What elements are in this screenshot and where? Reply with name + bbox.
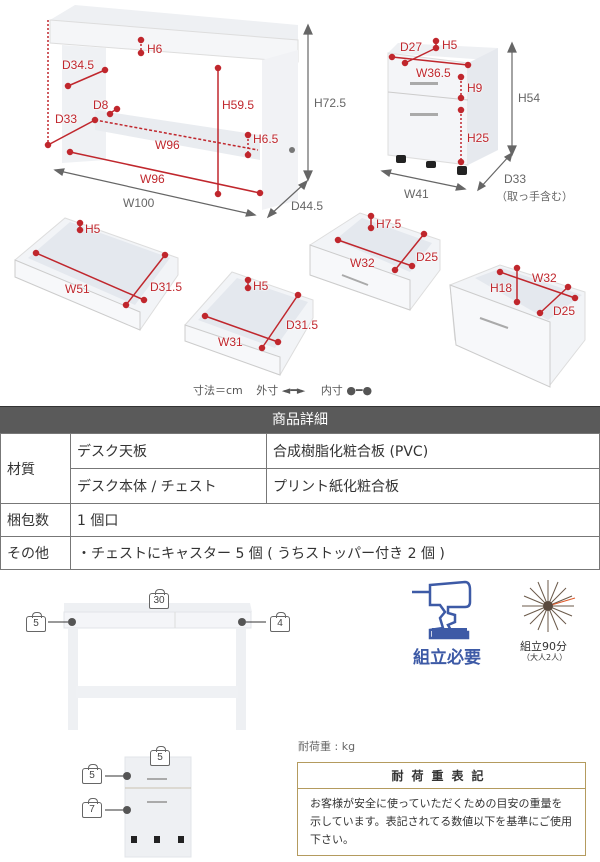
drawer2-depth-label: D31.5: [286, 318, 319, 332]
load-notice-box: 耐荷重表記 お客様が安全に使っていただくための目安の重量を示しています。表記され…: [297, 762, 586, 856]
material-part: デスク本体 / チェスト: [70, 468, 267, 504]
notice-title: 耐荷重表記: [298, 763, 585, 789]
desk-right-drawer-weight-tag: 4: [270, 612, 290, 632]
inner-dot-line-icon: ●━●: [346, 384, 373, 397]
drawer4-depth-label: D25: [553, 304, 576, 318]
chest-upper-weight-tag: 5: [82, 764, 102, 784]
outer-arrow-icon: ◄━►: [281, 384, 306, 397]
chest-top-height-label: H5: [442, 38, 458, 52]
assembly-required-text: 組立必要: [413, 648, 481, 668]
drawer1-width-label: W51: [65, 282, 90, 296]
desk-left-drawer-weight-tag: 5: [26, 612, 46, 632]
drawer2-width-label: W31: [218, 335, 243, 349]
assembly-time-text: 組立90分: [520, 640, 567, 653]
notice-body: お客様が安全に使っていただくための目安の重量を示しています。表記されてる数値以下…: [310, 797, 573, 846]
chest-width-label: W41: [404, 187, 429, 201]
desk-drawer-height-label: H6: [147, 42, 163, 56]
desk-width-label: W100: [123, 196, 155, 210]
spec-title: 商品詳細: [0, 406, 600, 433]
drawer2-height-label: H5: [253, 279, 269, 293]
other-value: ・チェストにキャスター 5 個 ( うちストッパー付き 2 個 ): [70, 536, 600, 570]
drawer4-height-label: H18: [490, 281, 513, 295]
dimension-legend: 寸法＝cm 外寸 ◄━► 内寸 ●━●: [193, 382, 372, 398]
chest-lower-weight-tag: 7: [82, 798, 102, 818]
inner-label: 内寸: [320, 384, 343, 397]
desk-height-label: H72.5: [314, 96, 347, 110]
furniture-illustrations: [14, 5, 586, 388]
drawer1-depth-label: D31.5: [150, 280, 183, 294]
desk-inner-width-label: W96: [140, 172, 165, 186]
chest-top-depth-label: D27: [400, 40, 423, 54]
drawer1-height-label: H5: [85, 222, 101, 236]
desk-depth-label: D44.5: [291, 199, 324, 213]
chest-upper-drawer-height-label: H9: [467, 81, 483, 95]
load-unit-label: 耐荷重 : kg: [298, 740, 356, 753]
desk-leg-depth-label: D33: [55, 112, 78, 126]
chest-top-width-label: W36.5: [416, 66, 451, 80]
desk-shelf-width-label: W96: [155, 138, 180, 152]
desk-top-weight-tag: 30: [149, 589, 169, 609]
material-value: 合成樹脂化粧合板 (PVC): [266, 433, 600, 469]
package-value: 1 個口: [70, 503, 600, 537]
chest-height-label: H54: [518, 91, 541, 105]
desk-shelf-depth-label: D8: [93, 98, 109, 112]
desk-legroom-height-label: H59.5: [222, 98, 255, 112]
drawer3-height-label: H7.5: [376, 217, 402, 231]
chest-lower-drawer-height-label: H25: [467, 131, 490, 145]
material-label: 材質: [0, 433, 71, 504]
chest-depth-note: （取っ手含む）: [496, 191, 573, 203]
other-label: その他: [0, 536, 71, 570]
drawer3-width-label: W32: [350, 256, 375, 270]
package-label: 梱包数: [0, 503, 71, 537]
desk-drawer-depth-label: D34.5: [62, 58, 95, 72]
material-value: プリント紙化粧合板: [266, 468, 600, 504]
desk-shelf-height-label: H6.5: [253, 132, 279, 146]
material-part: デスク天板: [70, 433, 267, 469]
drawer3-depth-label: D25: [416, 250, 439, 264]
spec-table: 材質 デスク天板 合成樹脂化粧合板 (PVC) デスク本体 / チェスト プリン…: [0, 433, 600, 570]
outer-label: 外寸: [256, 384, 279, 397]
chest-top-weight-tag: 5: [150, 746, 170, 766]
assembly-people-text: （大人2人）: [522, 653, 568, 662]
chest-depth-label: D33: [504, 172, 527, 186]
drawer4-width-label: W32: [532, 271, 557, 285]
unit-label: 寸法＝cm: [193, 384, 243, 397]
